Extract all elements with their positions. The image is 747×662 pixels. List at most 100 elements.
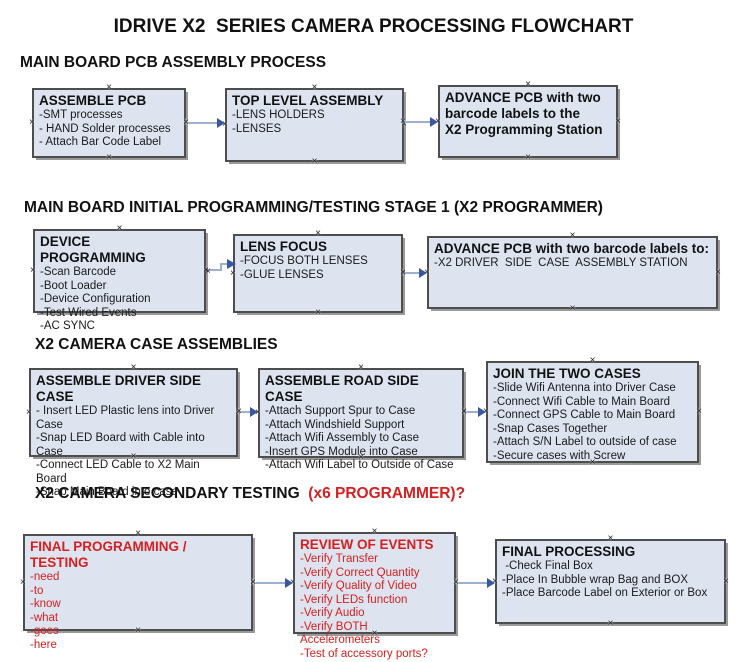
box-item: -Test of accessory ports? [300,647,428,660]
connection-handle-icon: × [461,408,467,418]
box-item: -Attach Support Spur to Case [265,405,416,417]
box-final-programming-testing: ×××× FINAL PROGRAMMING / TESTING -need -… [20,529,256,651]
box-item: -know [30,598,61,610]
connection-handle-icon: × [30,265,36,276]
connection-handle-icon: × [723,575,729,587]
connection-handle-icon: × [371,526,378,537]
section-header-text: X2 CAMERA SECONDARY TESTING [35,485,304,502]
box-item: -Connect GPS Cable to Main Board [493,409,676,421]
box-item: - Attach Bar Code Label [39,136,162,148]
arrow-review-to-final-processing: × [453,578,495,588]
box-item: -Verify Quality of Video [300,580,417,592]
connection-handle-icon: × [205,266,211,277]
arrow-device-programming-to-lens-focus: × [205,259,236,277]
box-device-programming: ×××× DEVICE PROGRAMMING -Scan Barcode -B… [30,224,209,333]
box-item: -to [30,584,44,597]
connection-handle-icon: × [615,115,621,127]
box-title: ASSEMBLE DRIVER SIDE CASE [36,373,202,404]
box-advance-pcb-to-case-assembly: ×××× ADVANCE PCB with two barcode labels… [424,231,721,314]
box-item: -Place Barcode Label on Exterior or Box [502,587,708,599]
connection-handle-icon: × [130,362,137,373]
connection-handle-icon: × [715,266,721,278]
section-header-case-assemblies: X2 CAMERA CASE ASSEMBLIES [35,336,278,354]
connection-handle-icon: × [29,117,35,128]
box-item: -Insert GPS Module into Case [265,445,418,458]
box-item: -Snap LED Board with Cable into Case [36,432,208,458]
box-title: JOIN THE TWO CASES [493,366,641,381]
box-title: DEVICE PROGRAMMING [40,234,146,265]
box-top-level-assembly: ×××× TOP LEVEL ASSEMBLY -LENS HOLDERS -L… [222,83,407,167]
box-item: -Connect Wifi Cable to Main Board [493,395,671,408]
section-header-secondary-testing: X2 CAMERA SECONDARY TESTING (x6 PROGRAMM… [35,485,465,503]
connection-handle-icon: × [607,618,614,629]
box-item: -Test Wired Events [40,306,137,319]
box-assemble-driver-side-case: ×××× ASSEMBLE DRIVER SIDE CASE - Insert … [26,363,241,499]
connection-handle-icon: × [20,576,26,588]
connection-handle-icon: × [315,228,321,239]
connection-handle-icon: × [525,79,531,90]
connection-handle-icon: × [311,82,318,93]
box-item: -Verify BOTH Accelerometers [300,620,380,647]
connection-handle-icon: × [135,528,141,539]
section-header-initial-programming: MAIN BOARD INITIAL PROGRAMMING/TESTING S… [24,199,603,217]
section-header-text: MAIN BOARD INITIAL PROGRAMMING/TESTING S… [24,199,603,216]
box-item: -FOCUS BOTH LENSES [240,255,368,267]
box-item: -Device Configuration [40,293,151,305]
box-item: -Attach Windshield Support [265,418,405,431]
box-assemble-road-side-case: ×××× ASSEMBLE ROAD SIDE CASE -Attach Sup… [255,363,467,472]
box-item: -X2 DRIVER SIDE CASE ASSEMBLY STATION [434,257,688,269]
box-item: -Snap Main Board into case [36,486,178,498]
box-lens-focus: ×××× LENS FOCUS -FOCUS BOTH LENSES -GLUE… [230,229,406,318]
box-item: -Verify Transfer [300,553,378,565]
box-title: FINAL PROCESSING [502,544,636,559]
box-item: -Slide Wifi Antenna into Driver Case [493,382,676,394]
connection-handle-icon: × [607,533,614,544]
arrow-driver-case-to-road-case: × [236,407,258,417]
arrow-road-case-to-join-cases: × [461,407,486,417]
arrow-lens-focus-to-advance-pcb: × [400,268,427,278]
box-item: -what [30,611,59,624]
box-item: -goes [30,625,59,637]
box-item: -Scan Barcode [40,266,117,278]
box-title: FINAL PROGRAMMING / TESTING [30,539,187,570]
connection-handle-icon: × [311,156,318,167]
arrow-top-level-to-advance-pcb: × [400,117,438,127]
box-item: -here [30,638,57,651]
box-assemble-pcb: ×××× ASSEMBLE PCB -SMT processes - HAND … [29,83,189,163]
box-item: -Verify Correct Quantity [300,566,420,579]
connection-handle-icon: × [26,406,32,418]
box-title: REVIEW OF EVENTS [300,537,434,552]
connection-handle-icon: × [315,307,321,318]
connection-handle-icon: × [358,362,364,373]
section-header-accent-text: (x6 PROGRAMMER)? [304,485,466,502]
box-item: -Attach Wifi Label to Outside of Case [265,459,454,471]
connection-handle-icon: × [106,152,112,163]
connection-handle-icon: × [569,230,576,241]
connection-handle-icon: × [696,406,702,417]
box-title: ASSEMBLE PCB [39,93,147,108]
connection-handle-icon: × [106,82,112,93]
arrow-final-programming-to-review: × [250,578,293,588]
connection-handle-icon: × [525,152,531,163]
box-title: TOP LEVEL ASSEMBLY [232,93,384,108]
box-title: LENS FOCUS [240,239,328,254]
connection-handle-icon: × [116,223,123,234]
connection-handle-icon: × [569,303,576,314]
section-header-pcb-assembly: MAIN BOARD PCB ASSEMBLY PROCESS [20,54,326,72]
box-title: ADVANCE PCB with two barcode labels to: [434,241,710,256]
box-item: -LENS HOLDERS [232,109,325,121]
box-review-of-events: ×××× REVIEW OF EVENTS -Verify Transfer -… [290,527,459,660]
box-item: -Check Final Box [502,560,593,572]
box-final-processing: ×××× FINAL PROCESSING -Check Final Box -… [492,534,729,629]
box-item: -SMT processes [39,109,123,121]
box-item: -Verify LEDs function [300,593,408,606]
box-item: -Place In Bubble wrap Bag and BOX [502,573,689,586]
page-title: IDRIVE X2 SERIES CAMERA PROCESSING FLOWC… [113,16,634,37]
box-join-the-two-cases: ×××× JOIN THE TWO CASES -Slide Wifi Ante… [483,356,702,468]
box-title: ADVANCE PCB with two barcode labels to t… [445,90,603,137]
box-item: - HAND Solder processes [39,122,171,135]
section-header-text: X2 CAMERA CASE ASSEMBLIES [35,336,278,353]
connection-handle-icon: × [589,355,596,366]
section-header-text: MAIN BOARD PCB ASSEMBLY PROCESS [20,54,327,71]
